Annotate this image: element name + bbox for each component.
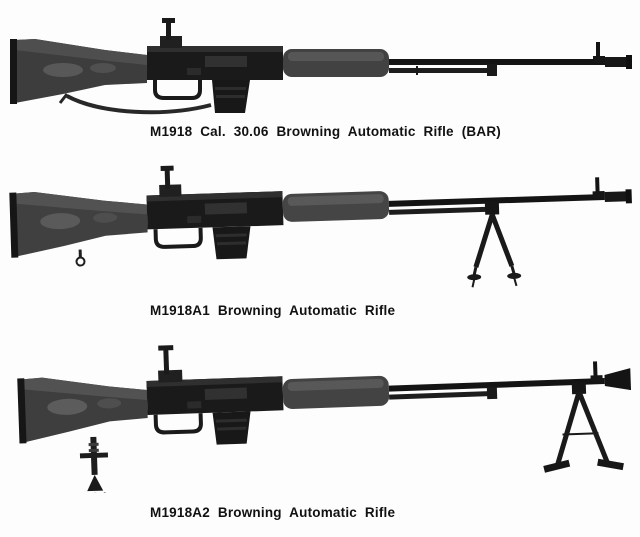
figure-m1918a1: M1918A1 Browning Automatic Rifle [5, 150, 635, 318]
m1918a1-rifle-illustration [9, 165, 632, 288]
m1918a2-rifle-illustration [17, 345, 632, 493]
figure-m1918: M1918 Cal. 30.06 Browning Automatic Rifl… [5, 6, 635, 139]
m1918-rifle-illustration [10, 18, 632, 115]
m1918a1-bar-photo [9, 165, 632, 288]
caption-m1918a2: M1918A2 Browning Automatic Rifle [150, 505, 396, 520]
figure-m1918a2: M1918A2 Browning Automatic Rifle [5, 325, 635, 520]
m1918-bar-photo [10, 18, 632, 115]
m1918a2-bar-photo [17, 345, 632, 493]
caption-m1918a1: M1918A1 Browning Automatic Rifle [150, 303, 396, 318]
caption-m1918: M1918 Cal. 30.06 Browning Automatic Rifl… [150, 124, 501, 139]
